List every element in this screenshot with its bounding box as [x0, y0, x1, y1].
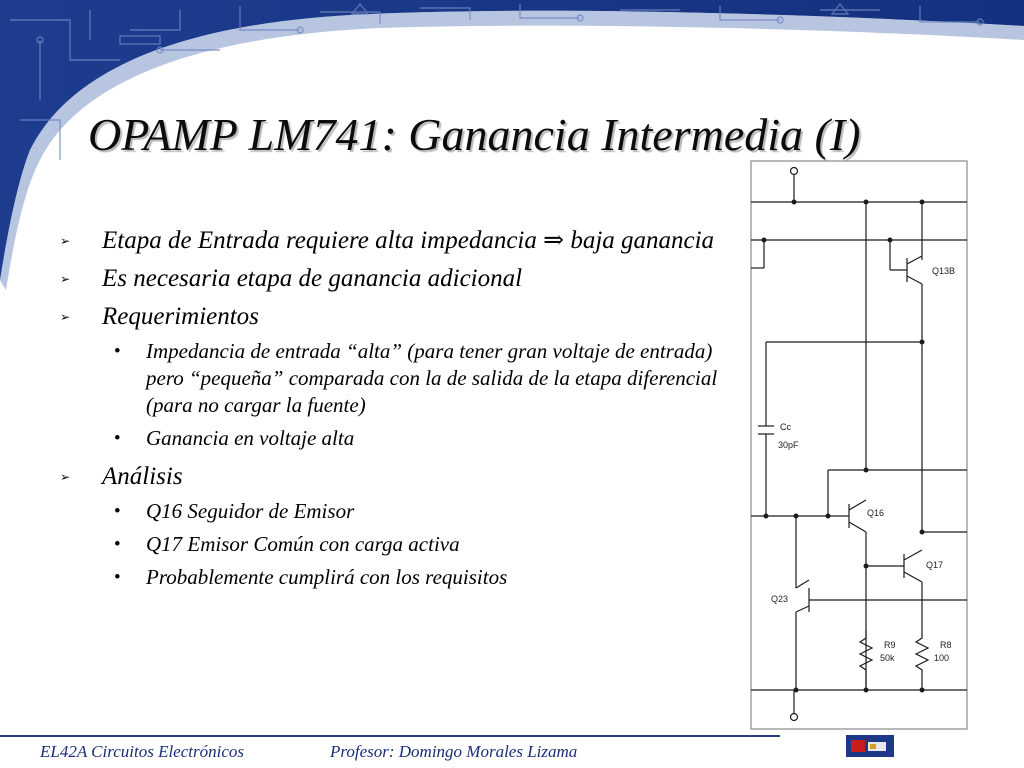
- bullet-ganancia-adicional: ➢ Es necesaria etapa de ganancia adicion…: [60, 264, 720, 294]
- circuit-terminals: [789, 166, 799, 722]
- arrow-bullet-icon: ➢: [60, 310, 71, 324]
- dot-bullet-icon: •: [114, 567, 121, 588]
- q23-label: Q23: [771, 594, 788, 604]
- footer-divider: [0, 735, 780, 737]
- sub-bullet-q16: • Q16 Seguidor de Emisor: [60, 498, 720, 525]
- dot-bullet-icon: •: [114, 428, 121, 449]
- bullet-text: Es necesaria etapa de ganancia adicional: [102, 265, 523, 292]
- circuit-junctions: [761, 199, 925, 693]
- bullet-text: Análisis: [102, 463, 183, 490]
- dot-bullet-icon: •: [114, 501, 121, 522]
- university-logo-icon: [846, 735, 894, 757]
- sub-bullet-text: Q16 Seguidor de Emisor: [146, 499, 355, 523]
- r9-value-label: 50k: [880, 653, 895, 663]
- sub-bullet-requisitos: • Probablemente cumplirá con los requisi…: [60, 564, 720, 591]
- dot-bullet-icon: •: [114, 341, 121, 362]
- cc-label: Cc: [780, 422, 791, 432]
- bullet-etapa-entrada: ➢ Etapa de Entrada requiere alta impedan…: [60, 226, 720, 256]
- sub-bullet-text: Ganancia en voltaje alta: [146, 426, 355, 450]
- bullet-requerimientos: ➢ Requerimientos: [60, 302, 720, 332]
- arrow-bullet-icon: ➢: [60, 234, 71, 248]
- sub-bullet-text: Impedancia de entrada “alta” (para tener…: [146, 339, 718, 417]
- sub-bullet-ganancia-voltaje: • Ganancia en voltaje alta: [60, 425, 720, 452]
- cc-value-label: 30pF: [778, 440, 799, 450]
- arrow-bullet-icon: ➢: [60, 470, 71, 484]
- sub-bullet-q17: • Q17 Emisor Común con carga activa: [60, 531, 720, 558]
- footer-course: EL42A Circuitos Electrónicos: [40, 742, 244, 761]
- circuit-schematic: Q13B Cc 30pF Q16 Q17 Q23 R9 50k R8 100: [750, 160, 968, 730]
- footer-professor: Profesor: Domingo Morales Lizama: [330, 742, 578, 761]
- arrow-bullet-icon: ➢: [60, 272, 71, 286]
- dot-bullet-icon: •: [114, 534, 121, 555]
- sub-bullet-text: Q17 Emisor Común con carga activa: [146, 532, 460, 556]
- sub-bullet-text: Probablemente cumplirá con los requisito…: [146, 565, 508, 589]
- bullet-analisis: ➢ Análisis: [60, 462, 720, 492]
- r8-label: R8: [940, 640, 952, 650]
- slide-title: OPAMP LM741: Ganancia Intermedia (I): [88, 109, 861, 160]
- bullet-text: Etapa de Entrada requiere alta impedanci…: [102, 227, 715, 254]
- r9-label: R9: [884, 640, 896, 650]
- q16-label: Q16: [867, 508, 884, 518]
- q17-label: Q17: [926, 560, 943, 570]
- circuit-wires: [750, 160, 968, 730]
- bullet-text: Requerimientos: [102, 303, 259, 330]
- slide-content: ➢ Etapa de Entrada requiere alta impedan…: [60, 226, 720, 597]
- r8-value-label: 100: [934, 653, 949, 663]
- sub-bullet-impedancia: • Impedancia de entrada “alta” (para ten…: [60, 338, 720, 419]
- q13b-label: Q13B: [932, 266, 955, 276]
- header-banner: [0, 0, 1024, 290]
